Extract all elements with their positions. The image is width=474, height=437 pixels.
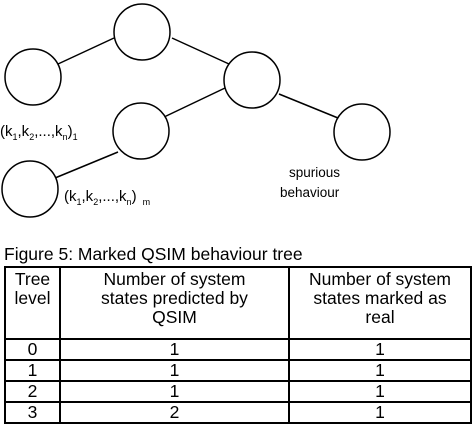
edge-root-right — [171, 37, 230, 65]
node-label-m: (k1,k2,...,kn)m — [64, 188, 150, 207]
figure-caption: Figure 5: Marked QSIM behaviour tree — [4, 244, 303, 264]
tree-node-left — [4, 48, 62, 106]
cell-tree-level: 3 — [4, 401, 61, 424]
table-header-row: Tree level Number of system states predi… — [4, 266, 472, 340]
cell-tree-level: 0 — [4, 338, 61, 361]
tree-node-spurious — [333, 103, 391, 161]
behaviour-tree-diagram: (k1,k2,...,kn)1 (k1,k2,...,kn)m spurious… — [0, 3, 391, 218]
table-row: 0 1 1 — [4, 338, 472, 361]
results-table-container: Tree level Number of system states predi… — [4, 266, 472, 424]
tree-node-lower — [1, 160, 59, 218]
node-label-1: (k1,k2,...,kn)1 — [0, 123, 78, 142]
header-tree-level: Tree level — [4, 266, 61, 340]
cell-predicted: 1 — [59, 380, 290, 403]
table-row: 3 2 1 — [4, 401, 472, 424]
edge-lower-left — [54, 151, 119, 179]
results-table: Tree level Number of system states predi… — [4, 266, 472, 424]
edge-mid-left — [161, 87, 226, 119]
tree-node-marked — [112, 102, 170, 160]
header-marked-states: Number of system states marked as real — [288, 266, 472, 340]
tree-node-mid — [223, 51, 281, 109]
table-row: 1 1 1 — [4, 359, 472, 382]
cell-marked: 1 — [288, 380, 472, 403]
spurious-label-line2: behaviour — [280, 185, 340, 200]
cell-marked: 1 — [288, 401, 472, 424]
cell-tree-level: 1 — [4, 359, 61, 382]
cell-tree-level: 2 — [4, 380, 61, 403]
header-predicted-states: Number of system states predicted by QSI… — [59, 266, 290, 340]
tree-node-root — [113, 3, 171, 61]
table-row: 2 1 1 — [4, 380, 472, 403]
cell-predicted: 1 — [59, 359, 290, 382]
cell-predicted: 1 — [59, 338, 290, 361]
cell-marked: 1 — [288, 359, 472, 382]
spurious-label-line1: spurious — [289, 165, 340, 180]
cell-predicted: 2 — [59, 401, 290, 424]
edge-root-left — [57, 37, 115, 65]
edge-mid-right — [278, 93, 339, 119]
cell-marked: 1 — [288, 338, 472, 361]
